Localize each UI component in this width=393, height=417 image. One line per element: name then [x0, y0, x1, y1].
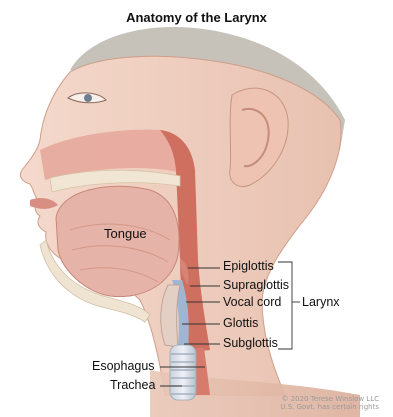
label-subglottis: Subglottis — [223, 336, 278, 350]
iris — [84, 94, 92, 102]
diagram-title: Anatomy of the Larynx — [0, 10, 393, 25]
label-vocal-cord: Vocal cord — [223, 295, 281, 309]
label-supraglottis: Supraglottis — [223, 278, 289, 292]
label-tongue: Tongue — [104, 226, 147, 241]
trachea-shape — [170, 345, 196, 400]
copyright-line-1: © 2020 Terese Winslow LLC — [280, 395, 379, 403]
copyright-notice: © 2020 Terese Winslow LLC U.S. Govt. has… — [280, 395, 379, 411]
label-esophagus: Esophagus — [92, 359, 155, 373]
copyright-line-2: U.S. Govt. has certain rights — [280, 403, 379, 411]
tongue-shape — [56, 186, 179, 296]
label-trachea: Trachea — [110, 378, 155, 392]
label-glottis: Glottis — [223, 316, 258, 330]
label-epiglottis: Epiglottis — [223, 259, 274, 273]
label-larynx: Larynx — [302, 295, 340, 309]
